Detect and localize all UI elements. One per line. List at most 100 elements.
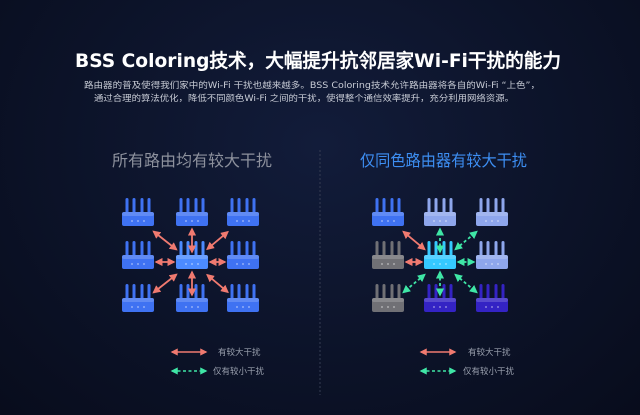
router-antenna [382,241,386,256]
router-antenna [434,241,438,256]
router-body [176,212,208,226]
router-highlight [424,255,456,259]
router-led [131,263,133,265]
weak-interference-arrow [454,230,478,251]
right-legend: 有较大干扰 仅有较小干扰 [419,347,515,377]
router-icon [372,198,404,226]
router-led [445,263,447,265]
router-antenna [252,198,256,213]
router-antenna [397,284,401,299]
router-icon [227,198,259,226]
router-highlight [476,255,508,259]
router-antenna [375,198,379,213]
router-led [143,306,145,308]
router-body [476,298,508,312]
router-led [381,306,383,308]
router-antenna [427,198,431,213]
router-antenna [201,241,205,256]
router-icon [476,241,508,269]
router-led [439,306,441,308]
router-led [497,220,499,222]
router-highlight [176,212,208,216]
router-highlight [176,298,208,302]
router-icon [424,198,456,226]
router-led [242,263,244,265]
router-antenna [252,241,256,256]
router-antenna [382,198,386,213]
router-highlight [372,298,404,302]
router-antenna [501,284,505,299]
router-antenna [237,241,241,256]
router-led [387,263,389,265]
router-antenna [245,284,249,299]
router-icon [372,241,404,269]
router-body [424,212,456,226]
router-highlight [476,212,508,216]
router-antenna [501,241,505,256]
router-body [424,255,456,269]
router-led [131,220,133,222]
router-antenna [375,284,379,299]
router-antenna [427,241,431,256]
router-antenna [140,284,144,299]
router-body [227,255,259,269]
router-highlight [424,298,456,302]
strong-interference-arrow [152,273,178,294]
router-antenna [252,284,256,299]
router-highlight [227,212,259,216]
router-body [372,255,404,269]
router-body [424,298,456,312]
router-antenna [147,284,151,299]
router-antenna [125,241,129,256]
subtitle-line-2: 通过合理的算法优化，降低不同颜色Wi-Fi 之间的干扰，使得整个通信效率提升，充… [94,93,514,104]
router-antenna [194,198,198,213]
router-led [137,220,139,222]
strong-interference-arrow [152,230,178,251]
strong-interference-arrow [206,230,229,251]
router-led [197,263,199,265]
router-antenna [486,241,490,256]
router-body [122,212,154,226]
right-router-grid [372,198,508,312]
router-led [236,220,238,222]
strong-interference-arrow [206,273,229,294]
router-antenna [140,198,144,213]
router-icon [424,284,456,312]
router-led [433,220,435,222]
router-antenna [230,241,234,256]
router-body [372,298,404,312]
router-antenna [375,241,379,256]
router-antenna [486,284,490,299]
router-led [242,220,244,222]
router-highlight [176,255,208,259]
router-antenna [390,198,394,213]
router-led [197,220,199,222]
router-antenna [397,241,401,256]
router-antenna [179,241,183,256]
router-highlight [476,298,508,302]
router-led [433,263,435,265]
router-led [393,263,395,265]
router-highlight [122,255,154,259]
router-highlight [122,212,154,216]
router-antenna [132,241,136,256]
router-antenna [449,284,453,299]
router-led [491,220,493,222]
router-led [191,263,193,265]
router-antenna [132,284,136,299]
router-body [227,212,259,226]
router-highlight [122,298,154,302]
router-antenna [494,241,498,256]
router-body [476,255,508,269]
router-led [381,220,383,222]
router-antenna [442,284,446,299]
router-highlight [227,298,259,302]
left-panel-heading: 所有路由均有较大干扰 [112,151,272,170]
router-led [381,263,383,265]
router-icon [176,198,208,226]
router-antenna [125,284,129,299]
router-led [445,220,447,222]
router-antenna [237,284,241,299]
router-antenna [237,198,241,213]
